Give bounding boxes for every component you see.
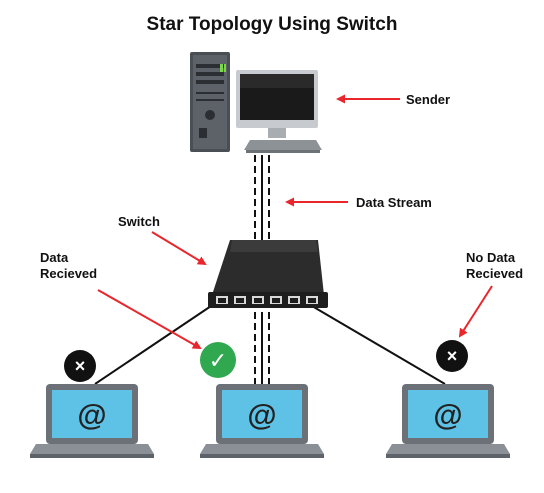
cross-circle-icon-left: × xyxy=(64,350,96,382)
connections xyxy=(94,155,446,386)
check-circle-icon: ✓ xyxy=(200,342,236,378)
no-data-label-line1: No Data xyxy=(466,250,516,265)
network-switch-icon xyxy=(208,240,328,308)
sender-label: Sender xyxy=(406,92,450,107)
annotation-arrows xyxy=(97,94,493,349)
switch-to-right-laptop-line xyxy=(311,305,446,385)
data-received-arrow xyxy=(97,289,202,349)
switch-label: Switch xyxy=(118,214,160,229)
laptop-icon-right: @ xyxy=(386,384,510,458)
page-title: Star Topology Using Switch xyxy=(147,14,398,35)
cross-circle-icon-right: × xyxy=(436,340,468,372)
data-stream-label: Data Stream xyxy=(356,195,432,210)
laptop-icon-left: @ xyxy=(30,384,154,458)
data-received-label-line1: Data xyxy=(40,250,69,265)
switch-arrow xyxy=(151,231,207,266)
at-symbol: @ xyxy=(77,399,106,432)
cross-glyph: × xyxy=(75,356,86,376)
desktop-computer-icon xyxy=(190,52,322,153)
cross-glyph: × xyxy=(447,346,458,366)
laptop-icon-center: @ xyxy=(200,384,324,458)
data-received-label-line2: Recieved xyxy=(40,266,97,281)
no-data-label-line2: Recieved xyxy=(466,266,523,281)
no-data-arrow xyxy=(458,285,493,338)
switch-to-left-laptop-line xyxy=(94,299,221,385)
check-glyph: ✓ xyxy=(209,348,227,373)
at-symbol: @ xyxy=(433,399,462,432)
at-symbol: @ xyxy=(247,399,276,432)
